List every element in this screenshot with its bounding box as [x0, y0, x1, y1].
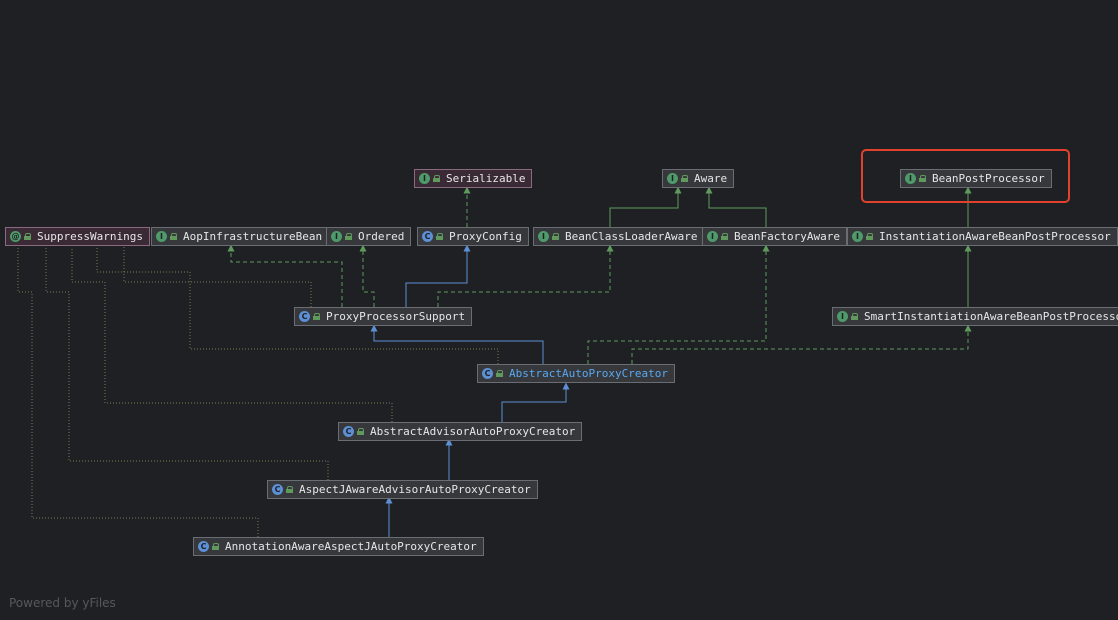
edge-aadapc-suppress: [71, 247, 393, 422]
node-suppresswarnings[interactable]: @ SuppressWarnings: [5, 227, 150, 246]
node-proxyconfig[interactable]: C ProxyConfig: [417, 227, 529, 246]
node-label: AbstractAdvisorAutoProxyCreator: [370, 425, 576, 438]
interface-icon: I: [852, 231, 863, 242]
edge-aaajapc-suppress: [17, 247, 259, 537]
edge-bfa-aware: [705, 186, 767, 227]
node-beanfactoryaware[interactable]: I BeanFactoryAware: [702, 227, 847, 246]
edge-pps-ordered: [359, 244, 375, 307]
node-label: SmartInstantiationAwareBeanPostProcessor: [864, 310, 1118, 323]
node-label: BeanPostProcessor: [932, 172, 1045, 185]
lock-icon: [496, 370, 503, 377]
annotation-icon: @: [10, 231, 21, 242]
node-label: ProxyProcessorSupport: [326, 310, 466, 323]
highlight-box: [861, 149, 1070, 203]
interface-icon: I: [837, 311, 848, 322]
node-proxyprocessorsupport[interactable]: C ProxyProcessorSupport: [294, 307, 473, 326]
interface-icon: I: [667, 173, 678, 184]
lock-icon: [170, 233, 177, 240]
node-label: AbstractAutoProxyCreator: [509, 367, 668, 380]
node-beanpostprocessor[interactable]: I BeanPostProcessor: [900, 169, 1052, 188]
lock-icon: [345, 233, 352, 240]
node-serializable[interactable]: I Serializable: [414, 169, 533, 188]
interface-icon: I: [331, 231, 342, 242]
interface-icon: I: [156, 231, 167, 242]
edge-pps-bcla: [437, 244, 614, 307]
node-instantiationawarebeanpostprocessor[interactable]: I InstantiationAwareBeanPostProcessor: [847, 227, 1118, 246]
edge-aapc-siabpp: [631, 324, 972, 364]
interface-icon: I: [538, 231, 549, 242]
interface-icon: I: [905, 173, 916, 184]
edge-pps-aopinfra: [227, 244, 343, 307]
class-icon: C: [299, 311, 310, 322]
node-label: Ordered: [358, 230, 405, 243]
node-label: AnnotationAwareAspectJAutoProxyCreator: [225, 540, 477, 553]
node-label: BeanClassLoaderAware: [565, 230, 698, 243]
node-aopinfrastructurebean[interactable]: I AopInfrastructureBean: [151, 227, 330, 246]
lock-icon: [357, 428, 364, 435]
lock-icon: [436, 233, 443, 240]
lock-icon: [851, 313, 858, 320]
lock-icon: [212, 543, 219, 550]
node-annotationawareaspectjautoproxycreator[interactable]: C AnnotationAwareAspectJAutoProxyCreator: [193, 537, 484, 556]
node-aspectjawareadvisorautoproxycreator[interactable]: C AspectJAwareAdvisorAutoProxyCreator: [267, 480, 538, 499]
lock-icon: [552, 233, 559, 240]
edge-aapc-suppress: [96, 247, 499, 364]
interface-icon: I: [707, 231, 718, 242]
node-ordered[interactable]: I Ordered: [326, 227, 412, 246]
class-icon: C: [422, 231, 433, 242]
lock-icon: [919, 175, 926, 182]
edge-bcla-aware: [609, 186, 682, 227]
node-label: Serializable: [446, 172, 526, 185]
node-beanclassloaderaware[interactable]: I BeanClassLoaderAware: [533, 227, 705, 246]
lock-icon: [866, 233, 873, 240]
interface-icon: I: [419, 173, 430, 184]
lock-icon: [286, 486, 293, 493]
edge-ajaapc-suppress: [45, 247, 329, 480]
edge-pps-suppress: [123, 247, 312, 307]
node-abstractautoproxycreator[interactable]: C AbstractAutoProxyCreator: [477, 364, 675, 383]
node-label: AopInfrastructureBean: [183, 230, 323, 243]
node-label: Aware: [694, 172, 728, 185]
node-label: SuppressWarnings: [37, 230, 143, 243]
powered-by-footer: Powered by yFiles: [9, 596, 116, 610]
edge-aapc-bfa: [587, 244, 770, 364]
node-label: AspectJAwareAdvisorAutoProxyCreator: [299, 483, 531, 496]
node-aware[interactable]: I Aware: [662, 169, 735, 188]
edge-pps-proxyconfig: [405, 244, 471, 307]
lock-icon: [24, 233, 31, 240]
class-icon: C: [343, 426, 354, 437]
node-label: ProxyConfig: [449, 230, 522, 243]
class-icon: C: [272, 484, 283, 495]
class-icon: C: [198, 541, 209, 552]
node-smartinstantiationawarebeanpostprocessor[interactable]: I SmartInstantiationAwareBeanPostProcesso…: [832, 307, 1118, 326]
node-label: BeanFactoryAware: [734, 230, 840, 243]
lock-icon: [313, 313, 320, 320]
edge-aadapc-aapc: [501, 382, 570, 422]
class-icon: C: [482, 368, 493, 379]
lock-icon: [433, 175, 440, 182]
edge-aapc-pps: [370, 324, 544, 364]
node-label: InstantiationAwareBeanPostProcessor: [879, 230, 1111, 243]
node-abstractadvisorautoproxycreator[interactable]: C AbstractAdvisorAutoProxyCreator: [338, 422, 583, 441]
lock-icon: [721, 233, 728, 240]
lock-icon: [681, 175, 688, 182]
